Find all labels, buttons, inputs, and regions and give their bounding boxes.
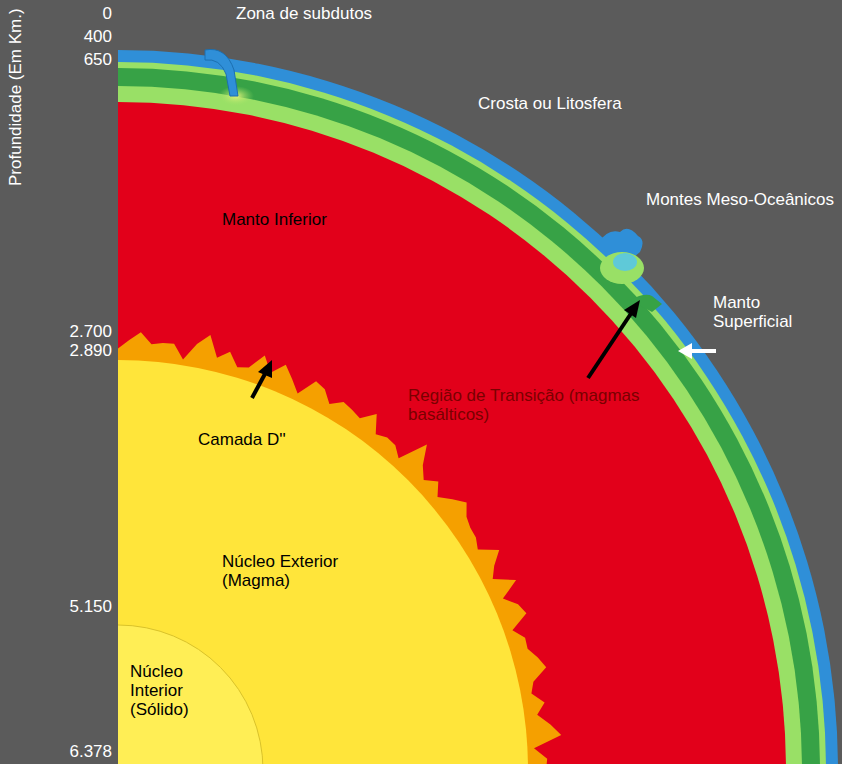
region-label: Núcleo Exterior (Magma) xyxy=(222,552,372,590)
crust-band xyxy=(118,50,838,764)
subducting-slab xyxy=(205,49,238,96)
region-label: Zona de subdutos xyxy=(236,4,436,23)
region-label: Camada D'' xyxy=(198,430,318,449)
depth-value: 6.378 xyxy=(40,742,112,761)
arrowhead xyxy=(678,343,692,359)
inner-core xyxy=(118,625,263,764)
region-label: Manto Inferior xyxy=(222,210,382,229)
upper-mantle-band xyxy=(118,68,820,764)
depth-value: 2.890 xyxy=(40,341,112,360)
leader-line xyxy=(252,372,266,398)
region-label: Região de Transição (magmas basálticos) xyxy=(408,386,640,424)
leader-line xyxy=(690,349,716,353)
region-label: Crosta ou Litosfera xyxy=(478,94,678,113)
depth-value: 400 xyxy=(40,27,112,46)
depth-value: 0 xyxy=(40,4,112,23)
ridge-upwelling xyxy=(600,252,644,284)
region-label: Montes Meso-Oceânicos xyxy=(646,190,836,209)
axis-title: Profundidade (Em Km.) xyxy=(6,8,25,186)
depth-value: 650 xyxy=(40,50,112,69)
depth-value: 2.700 xyxy=(40,322,112,341)
earth-layers xyxy=(118,49,838,764)
depth-value: 5.150 xyxy=(40,597,112,616)
arrowhead xyxy=(624,300,640,318)
region-label: Núcleo Interior (Sólido) xyxy=(130,662,220,719)
ridge-magma xyxy=(613,253,637,271)
region-label: Manto Superficial xyxy=(713,293,835,331)
arrowhead xyxy=(258,360,272,378)
transition-band xyxy=(118,86,802,764)
upper-mantle-band xyxy=(118,62,826,764)
leader-line xyxy=(588,312,632,378)
